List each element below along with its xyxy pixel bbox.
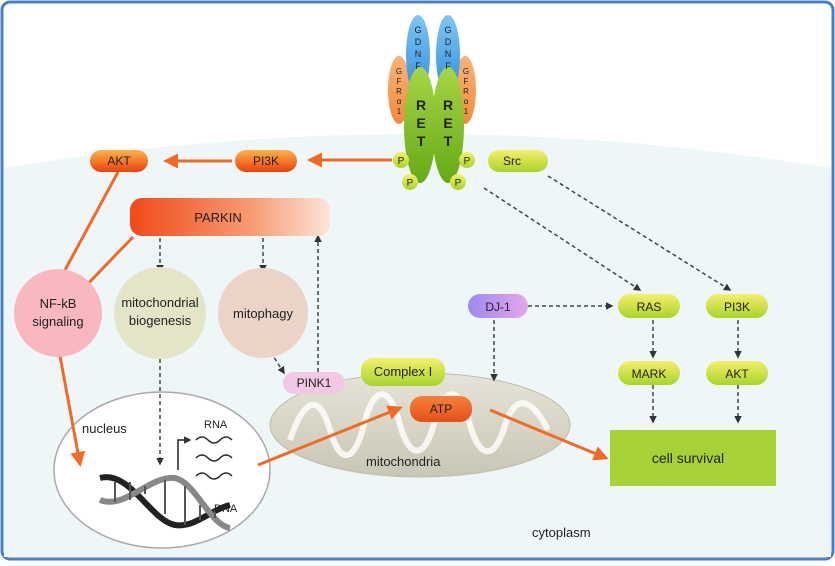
gdnf-right-letter-3: N	[445, 49, 452, 59]
akt-node-right: AKT	[706, 361, 768, 385]
ret-right	[432, 67, 464, 183]
svg-text:AKT: AKT	[725, 367, 749, 381]
svg-text:RAS: RAS	[637, 300, 662, 314]
atp-node: ATP	[410, 396, 472, 422]
phosphate-right-upper: P	[459, 152, 475, 168]
pi3k-node-top: PI3K	[235, 150, 297, 172]
arrow-akt-to-nfkb	[56, 171, 120, 286]
dashed-arrows	[156, 175, 742, 466]
svg-text:cell survival: cell survival	[652, 450, 724, 466]
svg-text:Complex I: Complex I	[374, 364, 433, 379]
ret-left-letter-2: E	[416, 115, 425, 131]
mitochondrion	[269, 372, 571, 478]
transcription-arrow	[177, 436, 192, 470]
nfkb-signaling-node: NF-kB signaling	[14, 269, 102, 357]
svg-text:mitophagy: mitophagy	[233, 306, 293, 321]
gfra-left-letter-1: G	[396, 67, 402, 76]
dj1-node: DJ-1	[468, 294, 528, 318]
gfra1-left	[388, 56, 410, 124]
svg-text:PI3K: PI3K	[253, 154, 279, 168]
svg-text:NF-kB: NF-kB	[40, 296, 77, 311]
svg-text:PI3K: PI3K	[724, 300, 750, 314]
complex-i-node: Complex I	[361, 358, 445, 386]
rna-label: RNA	[204, 419, 228, 431]
arrow-nfkb-to-nucleus	[58, 355, 86, 467]
pink1-node: PINK1	[283, 372, 345, 394]
gdnf-left-letter-1: G	[414, 25, 421, 35]
svg-text:P: P	[398, 156, 405, 167]
mitochondria-label: mitochondria	[366, 454, 441, 469]
svg-text:biogenesis: biogenesis	[129, 313, 192, 328]
svg-text:P: P	[455, 178, 462, 189]
gfra-right-letter-5: 1	[464, 107, 469, 116]
gfra-left-letter-5: 1	[397, 107, 402, 116]
gdnf-right-letter-2: D	[445, 37, 452, 47]
pi3k-node-right: PI3K	[706, 294, 768, 318]
phosphate-left-upper: P	[393, 152, 409, 168]
arrow-atp-to-survival	[489, 408, 609, 461]
ret-right-letter-3: T	[444, 133, 453, 149]
ras-node: RAS	[618, 294, 680, 318]
rna-waves-icon	[195, 436, 233, 480]
svg-text:ATP: ATP	[430, 402, 452, 416]
gfra-left-letter-4: α	[397, 97, 402, 106]
akt-node-top: AKT	[90, 150, 148, 172]
gfra-left-letter-2: F	[397, 77, 402, 86]
gfra-right-letter-2: F	[464, 77, 469, 86]
mitophagy-node: mitophagy	[218, 268, 308, 358]
orange-arrows	[56, 152, 609, 467]
src-node: Src	[488, 150, 548, 172]
ret-left-letter-3: T	[417, 133, 426, 149]
svg-text:Src: Src	[503, 154, 521, 168]
svg-text:PARKIN: PARKIN	[194, 210, 241, 225]
ret-left	[404, 67, 436, 183]
cytoplasm-label: cytoplasm	[532, 525, 591, 540]
ret-right-letter-1: R	[443, 97, 453, 113]
svg-text:P: P	[407, 178, 414, 189]
gdnf-right-letter-1: G	[444, 25, 451, 35]
dna-helix-icon	[98, 474, 231, 531]
arrow-src-to-pi3k	[547, 175, 732, 291]
svg-text:mitochondrial: mitochondrial	[121, 295, 198, 310]
dna-label: DNA	[214, 503, 238, 515]
arrow-ret-to-ras	[483, 187, 642, 291]
mark-node: MARK	[618, 361, 680, 385]
gfra-right-letter-3: R	[463, 87, 469, 96]
gfra-right-letter-1: G	[463, 67, 469, 76]
svg-text:DJ-1: DJ-1	[485, 300, 511, 314]
gfra-left-letter-3: R	[396, 87, 402, 96]
nucleus-label: nucleus	[82, 421, 127, 436]
svg-text:P: P	[464, 156, 471, 167]
svg-text:MARK: MARK	[632, 367, 667, 381]
ret-right-letter-2: E	[443, 115, 452, 131]
cell-survival-node: cell survival	[610, 430, 776, 486]
gdnf-left-letter-2: D	[415, 37, 422, 47]
mitochondrial-biogenesis-node: mitochondrial biogenesis	[114, 267, 206, 359]
gdnf-right-letter-4: F	[445, 61, 451, 71]
ret-left-letter-1: R	[416, 97, 426, 113]
parkin-node: PARKIN	[130, 198, 330, 236]
svg-text:signaling: signaling	[32, 314, 83, 329]
ret-receptor-complex: G D N F G D N F G F R α 1 G F R α 1 R E …	[388, 15, 476, 190]
svg-text:AKT: AKT	[107, 154, 131, 168]
arrow-nucleus-to-atp	[257, 405, 403, 467]
gdnf-left-letter-4: F	[415, 61, 421, 71]
nucleus: nucleus RNA DNA	[53, 391, 271, 549]
phosphate-right-lower: P	[450, 174, 466, 190]
gdnf-left-letter-3: N	[415, 49, 422, 59]
svg-text:PINK1: PINK1	[297, 376, 332, 390]
phosphate-left-lower: P	[402, 174, 418, 190]
gfra-right-letter-4: α	[464, 97, 469, 106]
